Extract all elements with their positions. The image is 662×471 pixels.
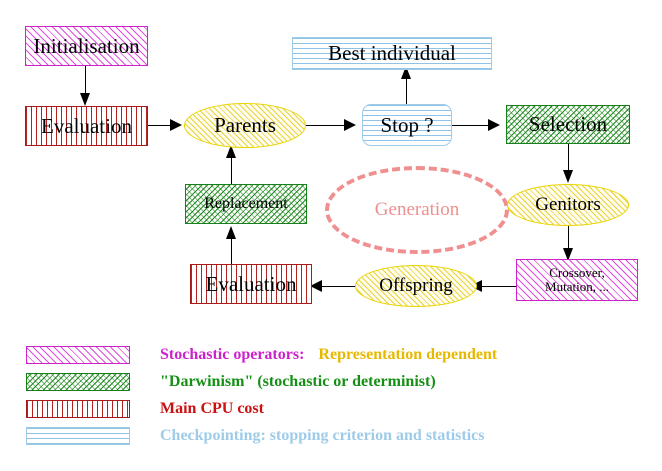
legend-stochastic-label: Stochastic operators: xyxy=(160,346,305,363)
connector-eval-to-replacement xyxy=(231,232,233,264)
connector-selection-to-genitors xyxy=(568,143,570,173)
arrowhead-stop-to-selection xyxy=(488,119,500,131)
arrowhead-eval-to-replacement xyxy=(226,226,236,239)
best-individual-label: Best individual xyxy=(328,41,456,66)
node-initialisation[interactable]: Initialisation xyxy=(25,26,148,66)
parents-label: Parents xyxy=(214,113,276,138)
arrowhead-replacement-to-parents xyxy=(226,145,236,158)
node-stop[interactable]: Stop ? xyxy=(362,104,452,146)
initialisation-label: Initialisation xyxy=(33,33,140,58)
node-offspring[interactable]: Offspring xyxy=(355,265,477,307)
node-evaluation-bottom[interactable]: Evaluation xyxy=(190,264,312,304)
node-evaluation-top[interactable]: Evaluation xyxy=(25,106,148,146)
legend-text-cpu: Main CPU cost xyxy=(160,400,264,417)
legend-row-cpu: Main CPU cost xyxy=(26,400,264,418)
connector-eval-to-parents xyxy=(147,125,175,127)
node-best-individual[interactable]: Best individual xyxy=(292,37,492,70)
crossover-label-line2: Mutation, ... xyxy=(545,279,609,294)
legend-swatch-blue-icon xyxy=(26,427,130,445)
connector-genitors-to-crossover xyxy=(568,225,570,253)
legend-swatch-red-icon xyxy=(26,400,130,418)
legend-row-stochastic: Stochastic operators: Representation depe… xyxy=(26,346,497,364)
legend-text-checkpointing: Checkpointing: stopping criterion and st… xyxy=(160,427,485,444)
generation-ellipse: Generation xyxy=(325,166,509,254)
stop-label: Stop ? xyxy=(380,112,434,137)
connector-stop-to-best xyxy=(406,70,408,104)
connector-offspring-to-eval xyxy=(318,286,356,288)
node-parents[interactable]: Parents xyxy=(184,103,306,148)
node-crossover-mutation[interactable]: Crossover, Mutation, ... xyxy=(516,259,638,301)
arrowhead-init-to-eval xyxy=(80,93,90,106)
node-replacement[interactable]: Replacement xyxy=(185,184,307,224)
replacement-label: Replacement xyxy=(204,194,288,212)
evaluation-top-label: Evaluation xyxy=(41,113,132,138)
legend-representation-label: Representation dependent xyxy=(318,346,498,363)
connector-init-to-eval xyxy=(85,65,87,97)
genitors-label: Genitors xyxy=(535,194,601,216)
arrowhead-parents-to-stop xyxy=(344,119,356,131)
connector-replacement-to-parents xyxy=(231,152,233,184)
connector-crossover-to-offspring xyxy=(478,286,518,288)
arrowhead-selection-to-genitors xyxy=(563,170,573,183)
node-genitors[interactable]: Genitors xyxy=(507,184,629,226)
legend-swatch-green-icon xyxy=(26,373,130,391)
connector-stop-to-selection xyxy=(452,125,490,127)
connector-parents-to-stop xyxy=(305,125,347,127)
evaluation-bottom-label: Evaluation xyxy=(205,271,297,296)
arrowhead-eval-to-parents xyxy=(170,119,182,131)
arrowhead-genitors-to-crossover xyxy=(563,248,573,261)
legend-swatch-magenta-icon xyxy=(26,346,130,364)
node-selection[interactable]: Selection xyxy=(506,105,630,144)
selection-label: Selection xyxy=(528,112,608,137)
legend-row-checkpointing: Checkpointing: stopping criterion and st… xyxy=(26,427,484,445)
crossover-label-line1: Crossover, xyxy=(549,265,605,281)
legend-row-darwinism: "Darwinism" (stochastic or determinist) xyxy=(26,373,436,391)
offspring-label: Offspring xyxy=(379,275,453,297)
legend: Stochastic operators: Representation depe… xyxy=(0,340,662,450)
legend-text-stochastic: Stochastic operators: Representation depe… xyxy=(160,346,497,364)
arrowhead-stop-to-best xyxy=(401,66,411,79)
generation-label: Generation xyxy=(374,199,460,220)
arrowhead-offspring-to-eval xyxy=(310,280,322,292)
legend-text-darwinism: "Darwinism" (stochastic or determinist) xyxy=(160,373,436,390)
